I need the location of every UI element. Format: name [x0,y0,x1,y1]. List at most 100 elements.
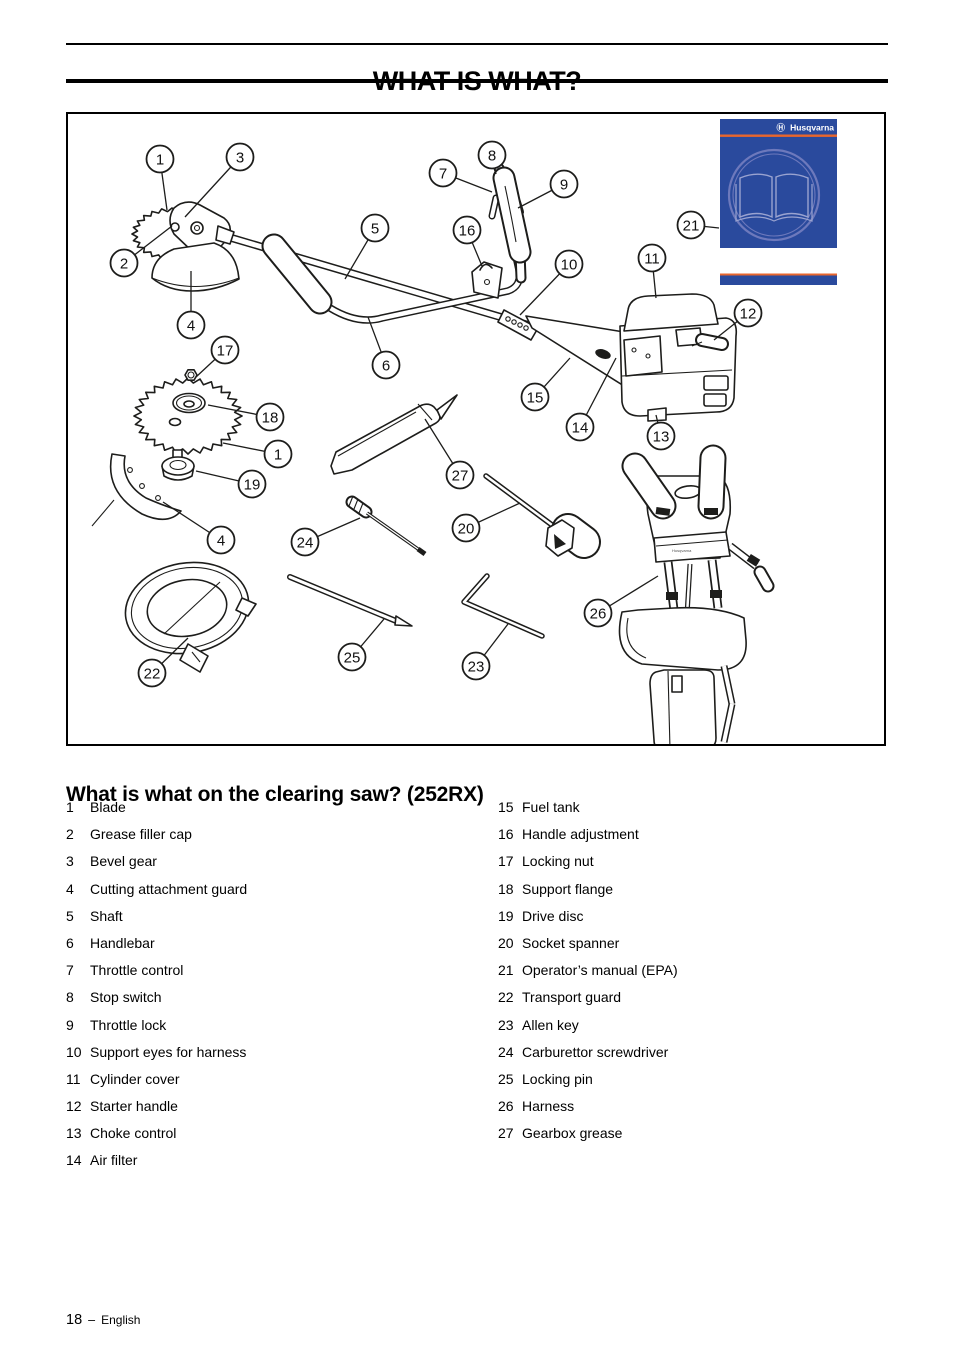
callout-bubble [371,350,401,380]
callout-17: 17 [195,335,240,378]
callout-27: 27 [424,418,475,490]
callout-bubble [733,298,763,328]
callout-bubble [461,651,491,681]
harness-illustration: Husqvarna [618,444,775,744]
callout-10: 10 [519,249,584,316]
callout-bubble [109,248,139,278]
callout-7: 7 [428,158,493,193]
part-label: Air filter [90,1152,138,1169]
part-label: Bevel gear [90,853,157,870]
part-label: Cutting attachment guard [90,880,248,897]
part-number: 13 [66,1125,82,1142]
callout-bubble [176,310,206,340]
callout-bubble [637,243,667,273]
support-eyes-illustration [497,309,539,341]
callout-bubble [290,527,320,557]
callout-bubble [263,439,293,469]
part-label: Socket spanner [522,934,620,951]
callout-number: 27 [452,467,469,484]
part-number: 7 [66,962,74,979]
callout-number: 23 [468,658,485,675]
part-number: 11 [66,1070,81,1087]
part-number: 4 [66,880,74,897]
callout-11: 11 [637,243,667,299]
callout-number: 3 [236,149,244,166]
cutting-guard-illustration [109,453,182,521]
callout-3: 3 [184,142,255,218]
callout-number: 4 [187,317,195,334]
callout-number: 22 [144,665,161,682]
callout-25: 25 [337,618,385,672]
part-label: Locking pin [522,1070,593,1087]
callout-bubble [255,402,285,432]
part-list-item: 22 Transport guard [498,989,678,1016]
part-label: Transport guard [522,989,622,1006]
callout-number: 20 [458,520,475,537]
part-label: Locking nut [522,853,594,870]
part-list-item: 4 Cutting attachment guard [66,881,247,908]
callout-bubble [452,215,482,245]
section-heading: What is what on the clearing saw? (252RX… [66,783,484,807]
operators-manual-cover: Ⓗ Husqvarna [720,119,837,285]
callout-number: 18 [262,409,279,426]
part-label: Blade [90,799,126,815]
diagram-frame: Ⓗ Husqvarna [66,112,886,746]
part-number: 16 [498,826,514,843]
callout-21: 21 [676,210,720,240]
part-list-item: 14 Air filter [66,1152,247,1179]
part-number: 8 [66,989,74,1006]
part-number: 18 [498,880,514,897]
part-list-item: 9 Throttle lock [66,1017,247,1044]
part-number: 14 [66,1152,82,1169]
harness-brand-label: Husqvarna [672,548,692,553]
locking-nut-illustration [184,369,198,381]
part-list-item: 7 Throttle control [66,962,247,989]
callout-26: 26 [583,575,659,628]
callout-bubble [210,335,240,365]
callout-number: 17 [217,342,234,359]
callout-number: 14 [572,419,589,436]
cylinder-cover-illustration [623,293,719,332]
air-filter-illustration [623,335,663,377]
part-list-item: 19 Drive disc [498,908,678,935]
part-number: 23 [498,1016,514,1033]
callout-bubble [554,249,584,279]
part-label: Gearbox grease [522,1125,623,1142]
part-label: Throttle control [90,962,184,979]
grease-tube-illustration [330,394,458,475]
part-number: 19 [498,907,514,924]
header-rule-top [66,43,888,45]
handlebar-grip-illustration [261,233,333,315]
part-number: 20 [498,934,514,951]
callout-8: 8 [477,140,507,175]
footer-separator: – [88,1313,96,1327]
part-number: 22 [498,989,514,1006]
open-book-icon [727,148,821,242]
callout-23: 23 [461,623,509,681]
choke-control-illustration [647,407,667,422]
part-label: Drive disc [522,907,584,924]
part-label: Throttle lock [90,1016,167,1033]
callout-number: 16 [459,222,476,239]
part-number: 6 [66,934,74,951]
part-number: 21 [498,962,514,979]
part-number: 9 [66,1016,74,1033]
part-label: Starter handle [90,1098,178,1115]
callout-bubble [145,144,175,174]
callout-bubble [477,140,507,170]
callout-number: 7 [439,165,447,182]
